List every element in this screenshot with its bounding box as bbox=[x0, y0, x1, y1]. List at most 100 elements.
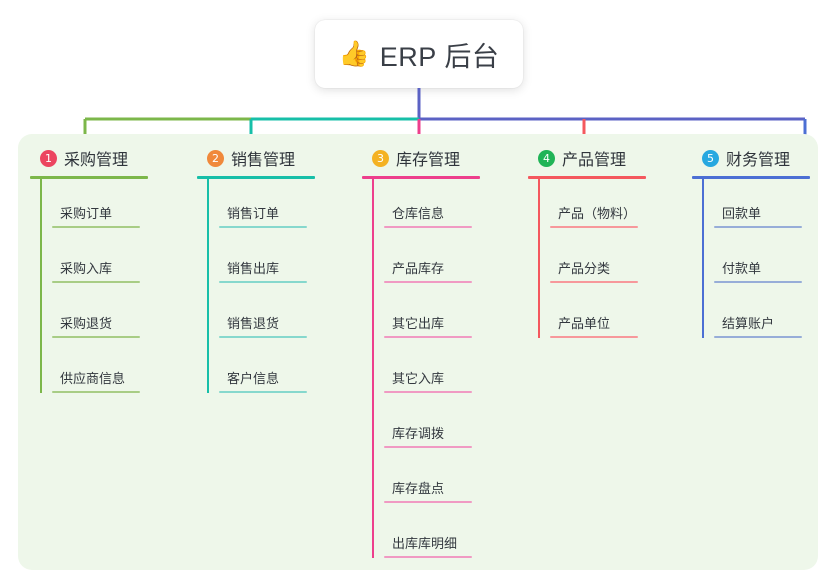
module-item-label: 采购订单 bbox=[60, 206, 113, 221]
module-column: 2 销售管理销售订单销售出库销售退货客户信息 bbox=[197, 146, 347, 399]
module-item-underline bbox=[219, 226, 307, 228]
module-item[interactable]: 结算账户 bbox=[714, 289, 839, 344]
module-item-list: 销售订单销售出库销售退货客户信息 bbox=[197, 179, 347, 399]
module-item-underline bbox=[52, 391, 140, 393]
module-item-list: 仓库信息产品库存其它出库其它入库库存调拨库存盘点出库库明细 bbox=[362, 179, 512, 564]
module-header-underline bbox=[30, 176, 148, 179]
module-item[interactable]: 库存盘点 bbox=[384, 454, 512, 509]
module-number-badge: 1 bbox=[40, 149, 57, 167]
module-item-label: 结算账户 bbox=[722, 316, 775, 331]
module-header[interactable]: 3 库存管理 bbox=[362, 146, 512, 170]
module-item[interactable]: 产品单位 bbox=[550, 289, 678, 344]
module-item-underline bbox=[384, 391, 472, 393]
module-item-label: 采购退货 bbox=[60, 316, 113, 331]
module-item-underline bbox=[550, 226, 638, 228]
module-item-label: 其它出库 bbox=[392, 316, 445, 331]
module-number-badge: 3 bbox=[372, 149, 389, 167]
module-header-underline bbox=[197, 176, 315, 179]
module-item[interactable]: 产品分类 bbox=[550, 234, 678, 289]
module-item-label: 销售出库 bbox=[227, 261, 280, 276]
module-item-underline bbox=[714, 226, 802, 228]
module-column: 3 库存管理仓库信息产品库存其它出库其它入库库存调拨库存盘点出库库明细 bbox=[362, 146, 512, 564]
module-title: 采购管理 bbox=[64, 152, 129, 169]
module-item[interactable]: 产品（物料） bbox=[550, 179, 678, 234]
module-item-underline bbox=[52, 226, 140, 228]
module-item-label: 其它入库 bbox=[392, 371, 445, 386]
module-item-underline bbox=[714, 336, 802, 338]
module-item[interactable]: 其它出库 bbox=[384, 289, 512, 344]
module-item-label: 产品（物料） bbox=[558, 206, 637, 221]
module-item[interactable]: 采购退货 bbox=[52, 289, 180, 344]
module-item[interactable]: 其它入库 bbox=[384, 344, 512, 399]
module-item[interactable]: 库存调拨 bbox=[384, 399, 512, 454]
module-item-underline bbox=[219, 336, 307, 338]
module-item-label: 供应商信息 bbox=[60, 371, 126, 386]
module-item-underline bbox=[384, 446, 472, 448]
module-item[interactable]: 回款单 bbox=[714, 179, 839, 234]
module-spine bbox=[207, 179, 209, 393]
module-item[interactable]: 付款单 bbox=[714, 234, 839, 289]
module-spine bbox=[538, 179, 540, 338]
module-item-label: 产品分类 bbox=[558, 261, 611, 276]
module-item[interactable]: 客户信息 bbox=[219, 344, 347, 399]
module-item-label: 仓库信息 bbox=[392, 206, 445, 221]
module-item-underline bbox=[384, 501, 472, 503]
module-title: 财务管理 bbox=[726, 152, 791, 169]
module-item-underline bbox=[52, 336, 140, 338]
module-item-underline bbox=[384, 556, 472, 558]
module-item[interactable]: 销售订单 bbox=[219, 179, 347, 234]
module-number-badge: 5 bbox=[702, 149, 719, 167]
module-item-label: 库存盘点 bbox=[392, 481, 445, 496]
module-title: 销售管理 bbox=[231, 152, 296, 169]
module-spine bbox=[40, 179, 42, 393]
module-header[interactable]: 2 销售管理 bbox=[197, 146, 347, 170]
module-item-underline bbox=[52, 281, 140, 283]
module-spine bbox=[372, 179, 374, 558]
module-item-underline bbox=[219, 281, 307, 283]
module-header[interactable]: 5 财务管理 bbox=[692, 146, 839, 170]
module-item[interactable]: 采购订单 bbox=[52, 179, 180, 234]
module-item-underline bbox=[219, 391, 307, 393]
module-item-label: 出库库明细 bbox=[392, 536, 458, 551]
module-title: 产品管理 bbox=[562, 152, 627, 169]
module-item-underline bbox=[550, 281, 638, 283]
module-item-underline bbox=[714, 281, 802, 283]
root-node-content: 👍 ERP 后台 bbox=[339, 35, 500, 74]
module-item[interactable]: 销售退货 bbox=[219, 289, 347, 344]
module-item-label: 产品库存 bbox=[392, 261, 445, 276]
module-item[interactable]: 产品库存 bbox=[384, 234, 512, 289]
module-item-label: 回款单 bbox=[722, 206, 762, 221]
root-node-label: ERP 后台 bbox=[379, 41, 500, 72]
module-item[interactable]: 仓库信息 bbox=[384, 179, 512, 234]
module-title: 库存管理 bbox=[396, 152, 461, 169]
root-node-erp-backend[interactable]: 👍 ERP 后台 bbox=[315, 20, 523, 88]
module-item-list: 产品（物料） 产品分类产品单位 bbox=[528, 179, 678, 344]
module-item-label: 客户信息 bbox=[227, 371, 280, 386]
module-item-underline bbox=[384, 336, 472, 338]
module-item-underline bbox=[384, 226, 472, 228]
module-item-label: 销售订单 bbox=[227, 206, 280, 221]
module-item-label: 产品单位 bbox=[558, 316, 611, 331]
module-item-list: 回款单付款单结算账户 bbox=[692, 179, 839, 344]
module-item-underline bbox=[550, 336, 638, 338]
module-header[interactable]: 1 采购管理 bbox=[30, 146, 180, 170]
module-header-underline bbox=[692, 176, 810, 179]
module-number-badge: 2 bbox=[207, 149, 224, 167]
module-item-label: 销售退货 bbox=[227, 316, 280, 331]
module-item[interactable]: 供应商信息 bbox=[52, 344, 180, 399]
module-item[interactable]: 采购入库 bbox=[52, 234, 180, 289]
thumbs-up-icon: 👍 bbox=[338, 39, 370, 68]
module-column: 1 采购管理采购订单采购入库采购退货供应商信息 bbox=[30, 146, 180, 399]
module-item-label: 库存调拨 bbox=[392, 426, 445, 441]
module-item[interactable]: 出库库明细 bbox=[384, 509, 512, 564]
module-item-label: 付款单 bbox=[722, 261, 762, 276]
module-spine bbox=[702, 179, 704, 338]
module-header-underline bbox=[528, 176, 646, 179]
module-item-list: 采购订单采购入库采购退货供应商信息 bbox=[30, 179, 180, 399]
module-item-label: 采购入库 bbox=[60, 261, 113, 276]
module-column: 5 财务管理回款单付款单结算账户 bbox=[692, 146, 839, 344]
module-item[interactable]: 销售出库 bbox=[219, 234, 347, 289]
